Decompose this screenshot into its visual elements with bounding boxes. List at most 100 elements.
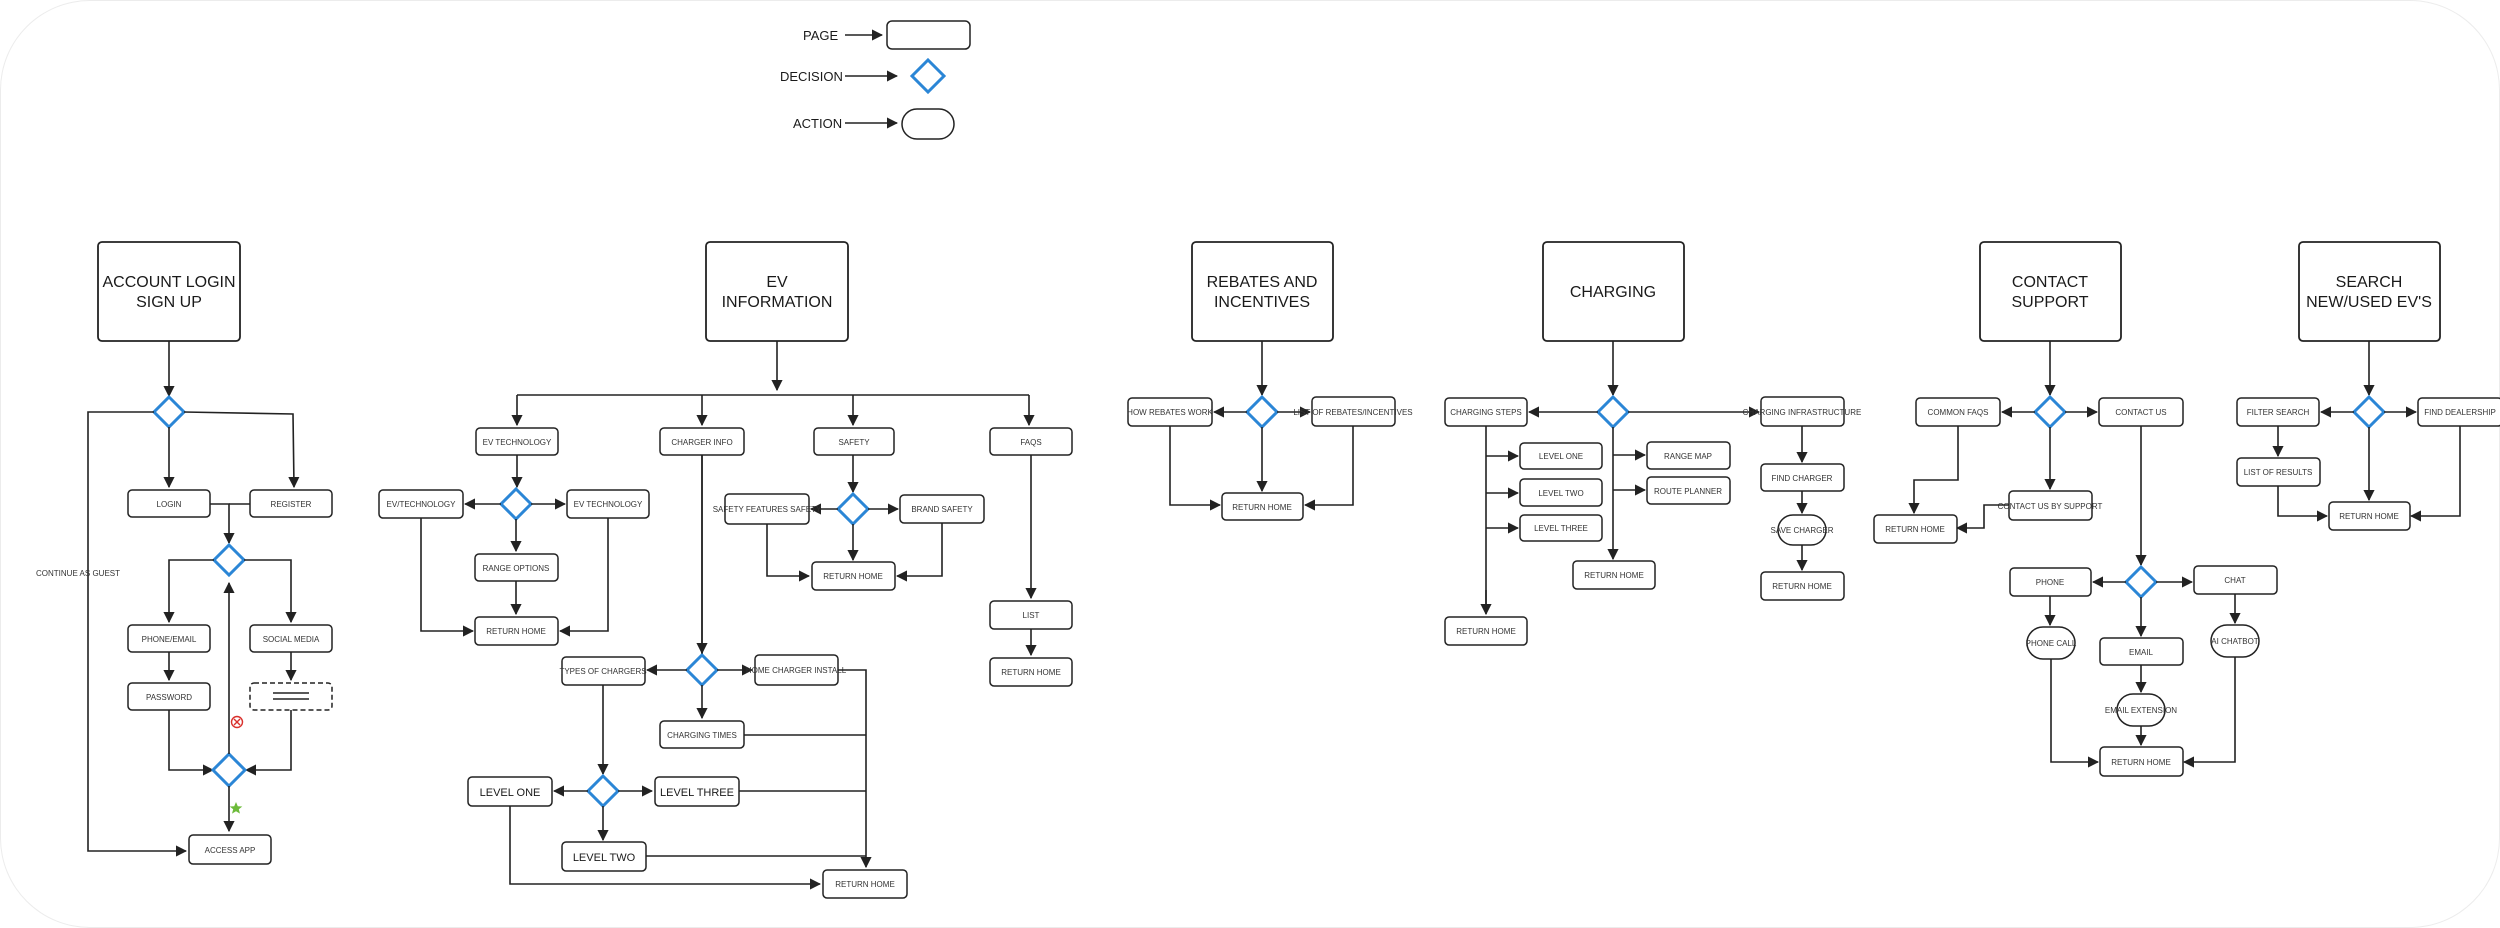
rebates-page[interactable] xyxy=(1191,241,1334,342)
charging-title: CHARGING xyxy=(1570,284,1656,301)
brand-safety-label: BRAND SAFETY xyxy=(911,505,973,514)
connector xyxy=(2277,486,2329,522)
search-return-home[interactable] xyxy=(2328,501,2411,531)
route-planner-page[interactable] xyxy=(1646,476,1731,505)
ev-return-home-1[interactable] xyxy=(474,616,559,646)
connector xyxy=(1908,426,1959,515)
faqs-label: FAQS xyxy=(1020,438,1041,447)
contact-method-decision[interactable] xyxy=(2123,564,2159,600)
level-two-label: LEVEL TWO xyxy=(573,852,636,864)
ai-chatbot-label: AI CHATBOT xyxy=(2211,637,2259,646)
connector xyxy=(2409,426,2461,522)
ev-title-line2: INFORMATION xyxy=(722,294,833,311)
charging-level-one-page[interactable] xyxy=(1519,442,1603,470)
connector xyxy=(2050,659,2100,768)
how-rebates-work-label: HOW REBATES WORK xyxy=(1127,408,1213,417)
charger-decision[interactable] xyxy=(684,652,720,688)
range-map-page[interactable] xyxy=(1646,441,1731,470)
connector xyxy=(87,411,188,857)
search-title-line2: NEW/USED EV'S xyxy=(2306,294,2432,311)
charging-level-three-page[interactable] xyxy=(1519,514,1603,542)
contact-return-home-2[interactable] xyxy=(2099,746,2184,777)
charger-info-label: CHARGER INFO xyxy=(671,438,732,447)
connector xyxy=(244,710,292,776)
section-account: ACCOUNT LOGIN SIGN UP CONTINUE AS GUEST … xyxy=(36,241,333,865)
contact-by-support-label: CONTACT US BY SUPPORT xyxy=(1998,502,2103,511)
ev-return-home-2[interactable] xyxy=(822,869,908,899)
ev-information-page[interactable] xyxy=(705,241,849,342)
login-method-decision[interactable] xyxy=(211,542,247,578)
access-app-page[interactable] xyxy=(188,834,272,865)
contact-title-line1: CONTACT xyxy=(2012,274,2088,291)
connector xyxy=(420,518,475,637)
return-home-label: RETURN HOME xyxy=(1772,582,1832,591)
charging-return-home[interactable] xyxy=(1572,560,1656,590)
social-login-placeholder[interactable] xyxy=(249,682,333,711)
legend: PAGE DECISION ACTION xyxy=(780,20,971,140)
route-planner-label: ROUTE PLANNER xyxy=(1654,487,1722,496)
common-faqs-label: COMMON FAQS xyxy=(1928,408,1989,417)
range-map-label: RANGE MAP xyxy=(1664,452,1712,461)
connector xyxy=(1955,504,2009,534)
charging-decision[interactable] xyxy=(1595,394,1631,430)
return-home-label: RETURN HOME xyxy=(2111,758,2171,767)
rebates-decision[interactable] xyxy=(1244,394,1280,430)
connector xyxy=(244,559,297,624)
legend-decision-shape xyxy=(909,57,947,95)
phone-email-label: PHONE/EMAIL xyxy=(142,635,197,644)
list-label: LIST xyxy=(1023,611,1040,620)
find-charger-label: FIND CHARGER xyxy=(1772,474,1833,483)
legend-decision-label: DECISION xyxy=(780,69,843,84)
safety-page[interactable] xyxy=(813,427,895,456)
section-charging: CHARGING CHARGING STEPS CHARGING INFRAST… xyxy=(1444,241,1862,646)
search-ev-page[interactable] xyxy=(2298,241,2441,342)
return-home-label: RETURN HOME xyxy=(1456,627,1516,636)
account-title-line1: ACCOUNT LOGIN xyxy=(102,274,235,291)
password-label: PASSWORD xyxy=(146,693,192,702)
safety-return-home[interactable] xyxy=(811,561,896,591)
ev-tech-decision[interactable] xyxy=(498,486,534,522)
phone-label: PHONE xyxy=(2036,578,2064,587)
charging-steps-label: CHARGING STEPS xyxy=(1450,408,1522,417)
infrastructure-return-home[interactable] xyxy=(1760,571,1845,601)
account-decision[interactable] xyxy=(151,394,187,430)
continue-as-guest-label: CONTINUE AS GUEST xyxy=(36,569,120,578)
legend-page-shape xyxy=(886,20,971,50)
legend-action-label: ACTION xyxy=(793,116,842,131)
section-rebates: REBATES AND INCENTIVES HOW REBATES WORK … xyxy=(1127,241,1413,521)
account-login-page[interactable] xyxy=(97,241,241,342)
contact-return-home-1[interactable] xyxy=(1873,514,1958,544)
login-label: LOGIN xyxy=(157,500,182,509)
register-label: REGISTER xyxy=(271,500,312,509)
connector xyxy=(2182,657,2236,768)
charging-infrastructure-label: CHARGING INFRASTRUCTURE xyxy=(1743,408,1862,417)
search-decision[interactable] xyxy=(2351,394,2387,430)
charging-level-two-label: LEVEL TWO xyxy=(1538,489,1583,498)
email-extension-label: EMAIL EXTENSION xyxy=(2105,706,2177,715)
charging-steps-return-home[interactable] xyxy=(1444,616,1528,646)
connector xyxy=(163,559,214,624)
x-circle-icon xyxy=(230,715,244,729)
ev-tech-left-label: EV/TECHNOLOGY xyxy=(387,500,457,509)
star-icon xyxy=(229,802,243,814)
connector xyxy=(766,524,811,582)
charger-level-decision[interactable] xyxy=(585,773,621,809)
contact-decision[interactable] xyxy=(2032,394,2068,430)
ev-technology-label: EV TECHNOLOGY xyxy=(483,438,552,447)
filter-search-label: FILTER SEARCH xyxy=(2247,408,2310,417)
phone-call-label: PHONE CALL xyxy=(2026,639,2077,648)
safety-decision[interactable] xyxy=(835,491,871,527)
verify-decision[interactable] xyxy=(210,751,248,789)
rebates-title-line2: INCENTIVES xyxy=(1214,294,1310,311)
types-of-chargers-label: TYPES OF CHARGERS xyxy=(559,667,646,676)
contact-support-page[interactable] xyxy=(1979,241,2122,342)
save-charger-label: SAVE CHARGER xyxy=(1771,526,1834,535)
connector xyxy=(1303,426,1354,511)
return-home-label: RETURN HOME xyxy=(1232,503,1292,512)
rebates-return-home[interactable] xyxy=(1221,492,1304,521)
charging-level-two-page[interactable] xyxy=(1519,478,1603,507)
account-title-line2: SIGN UP xyxy=(136,294,202,311)
faq-return-home[interactable] xyxy=(989,657,1073,687)
return-home-label: RETURN HOME xyxy=(2339,512,2399,521)
